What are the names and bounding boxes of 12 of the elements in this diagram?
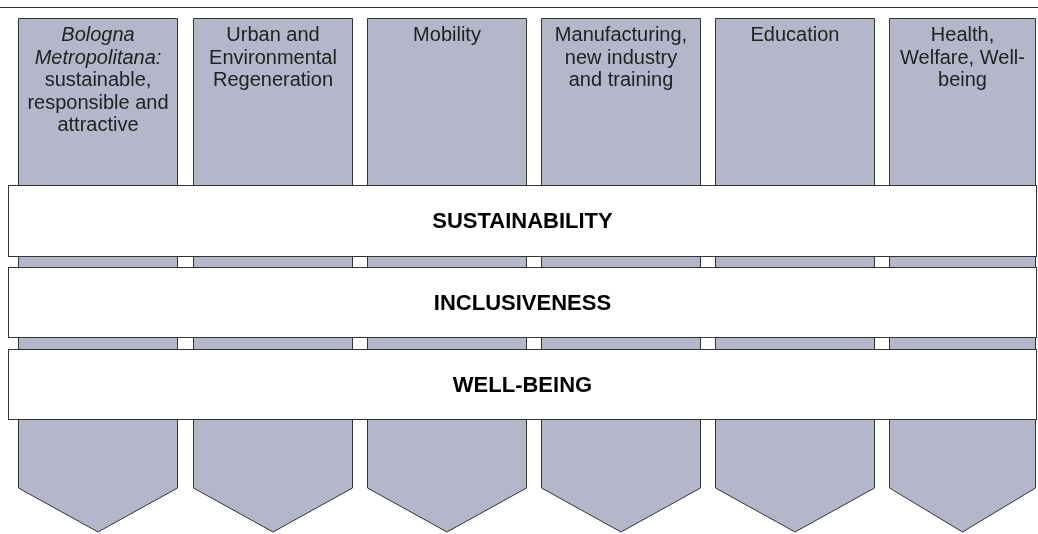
principle-band xyxy=(8,349,1037,420)
principle-band xyxy=(8,185,1037,257)
column-title: Health, Welfare, Well-being xyxy=(899,23,1026,91)
column-title: Education xyxy=(749,23,841,46)
column-title: Bologna Metropolitana: sustainable, responsible and attractive xyxy=(26,23,170,136)
column-title: Manufacturing, new industry and training xyxy=(553,23,689,91)
column-title: Mobility xyxy=(412,23,482,46)
principle-band xyxy=(8,267,1037,338)
band-label: WELL-BEING xyxy=(452,371,593,398)
band-label: INCLUSIVENESS xyxy=(433,289,612,316)
band-label: SUSTAINABILITY xyxy=(432,208,613,234)
column-title: Urban and Environmental Regeneration xyxy=(208,23,338,91)
